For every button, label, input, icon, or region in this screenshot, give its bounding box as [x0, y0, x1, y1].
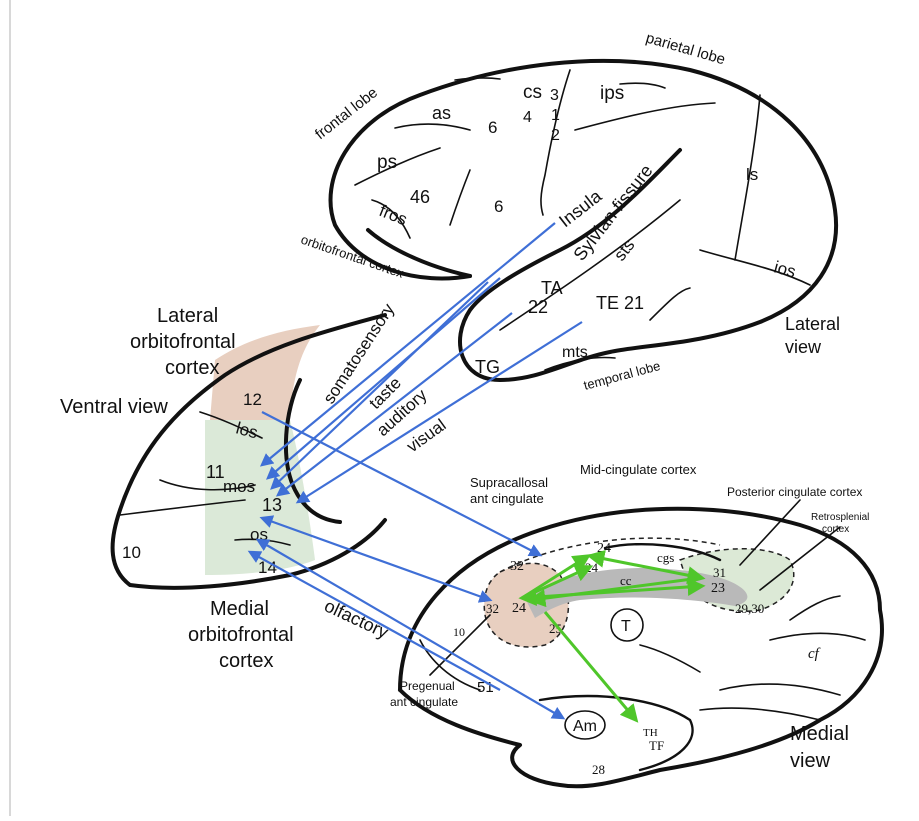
- arrow-olfactory: [250, 552, 500, 690]
- arrow-auditory: [278, 313, 512, 495]
- label-cf: cf: [808, 646, 821, 662]
- label-ta: TA: [541, 278, 563, 298]
- label-10-medial: 10: [453, 625, 465, 639]
- label-supracallosal-2: ant cingulate: [470, 491, 544, 506]
- sulcus-lower-1: [700, 708, 820, 720]
- label-thalamus: T: [621, 618, 631, 635]
- label-3: 3: [550, 87, 559, 104]
- label-32-left: 32: [486, 601, 499, 616]
- label-retrosplenial-2: cortex: [822, 524, 849, 535]
- label-mts: mts: [562, 344, 588, 361]
- label-11: 11: [206, 462, 225, 482]
- label-medial-ofc-3: cortex: [219, 650, 273, 672]
- label-10-ventral: 10: [122, 543, 141, 562]
- label-as: as: [432, 103, 451, 123]
- label-6b: 6: [494, 197, 503, 216]
- label-olfactory: olfactory: [321, 595, 391, 642]
- label-1: 1: [551, 107, 560, 124]
- label-6a: 6: [488, 118, 497, 137]
- label-mid-cingulate: Mid-cingulate cortex: [580, 462, 697, 477]
- label-22: 22: [528, 297, 548, 317]
- temporal-medial-outline: [540, 696, 693, 770]
- label-medial-ofc-2: orbitofrontal: [188, 624, 294, 646]
- label-tf: TF: [649, 738, 664, 753]
- label-fros: fros: [377, 201, 410, 229]
- label-ips: ips: [600, 83, 624, 104]
- sulcus-lower-2: [640, 645, 700, 672]
- label-lateral-ofc-2: orbitofrontal: [130, 331, 236, 353]
- label-tg: TG: [475, 357, 500, 377]
- sulcus-as: [395, 124, 470, 130]
- label-amygdala: Am: [573, 718, 597, 735]
- label-29-30: 29,30: [735, 601, 764, 616]
- label-46: 46: [410, 187, 430, 207]
- label-posterior-cingulate: Posterior cingulate cortex: [727, 485, 862, 499]
- label-ls: ls: [746, 165, 758, 184]
- label-sts: sts: [610, 236, 638, 265]
- label-pregenual-2: ant cingulate: [390, 695, 458, 709]
- label-medial-ofc-1: Medial: [210, 598, 269, 620]
- label-medial-view-2: view: [790, 750, 831, 772]
- label-2: 2: [551, 127, 560, 144]
- label-te21: TE 21: [596, 293, 644, 313]
- sulcus-cf-2: [790, 596, 840, 620]
- label-lateral-ofc-3: cortex: [165, 357, 219, 379]
- sulcus-pre: [450, 170, 470, 225]
- sulcus-temporal: [650, 288, 690, 320]
- label-cgs: cgs: [657, 550, 674, 565]
- sulcus-ps: [355, 148, 440, 185]
- label-pregenual-1: Pregenual: [400, 679, 455, 693]
- label-frontal-lobe: frontal lobe: [312, 84, 381, 143]
- label-retrosplenial-1: Retrosplenial: [811, 512, 869, 523]
- label-12: 12: [243, 390, 262, 409]
- label-lateral-ofc-1: Lateral: [157, 305, 218, 327]
- sulcus-calcarine: [720, 684, 840, 695]
- label-31: 31: [713, 565, 726, 580]
- label-13: 13: [262, 495, 282, 515]
- sulcus-sts: [500, 200, 680, 330]
- label-4: 4: [523, 109, 532, 126]
- label-32-top: 32: [510, 559, 524, 574]
- sulcus-cf: [770, 633, 865, 640]
- label-24-left: 24: [512, 601, 526, 616]
- input-labels: somatosensory taste auditory visual olfa…: [319, 300, 449, 643]
- label-28: 28: [592, 762, 605, 777]
- label-24-top: 24: [597, 541, 611, 556]
- label-cs: cs: [523, 82, 542, 103]
- label-mos: mos: [223, 477, 255, 496]
- sulcus-ips: [575, 103, 715, 130]
- label-lateral-view-1: Lateral: [785, 314, 840, 334]
- label-23: 23: [711, 581, 725, 596]
- label-supracallosal-1: Supracallosal: [470, 475, 548, 490]
- label-medial-view-1: Medial: [790, 723, 849, 745]
- sulcus-parietal: [620, 83, 665, 88]
- label-temporal-lobe: temporal lobe: [582, 358, 662, 393]
- lateral-labels: frontal lobe parietal lobe as 6 cs 3 4 1…: [299, 30, 840, 393]
- label-lateral-view-2: view: [785, 337, 822, 357]
- label-ofc-lateral: orbitofrontal cortex: [299, 232, 406, 281]
- label-ventral-view: Ventral view: [60, 396, 168, 418]
- label-ps: ps: [377, 152, 397, 173]
